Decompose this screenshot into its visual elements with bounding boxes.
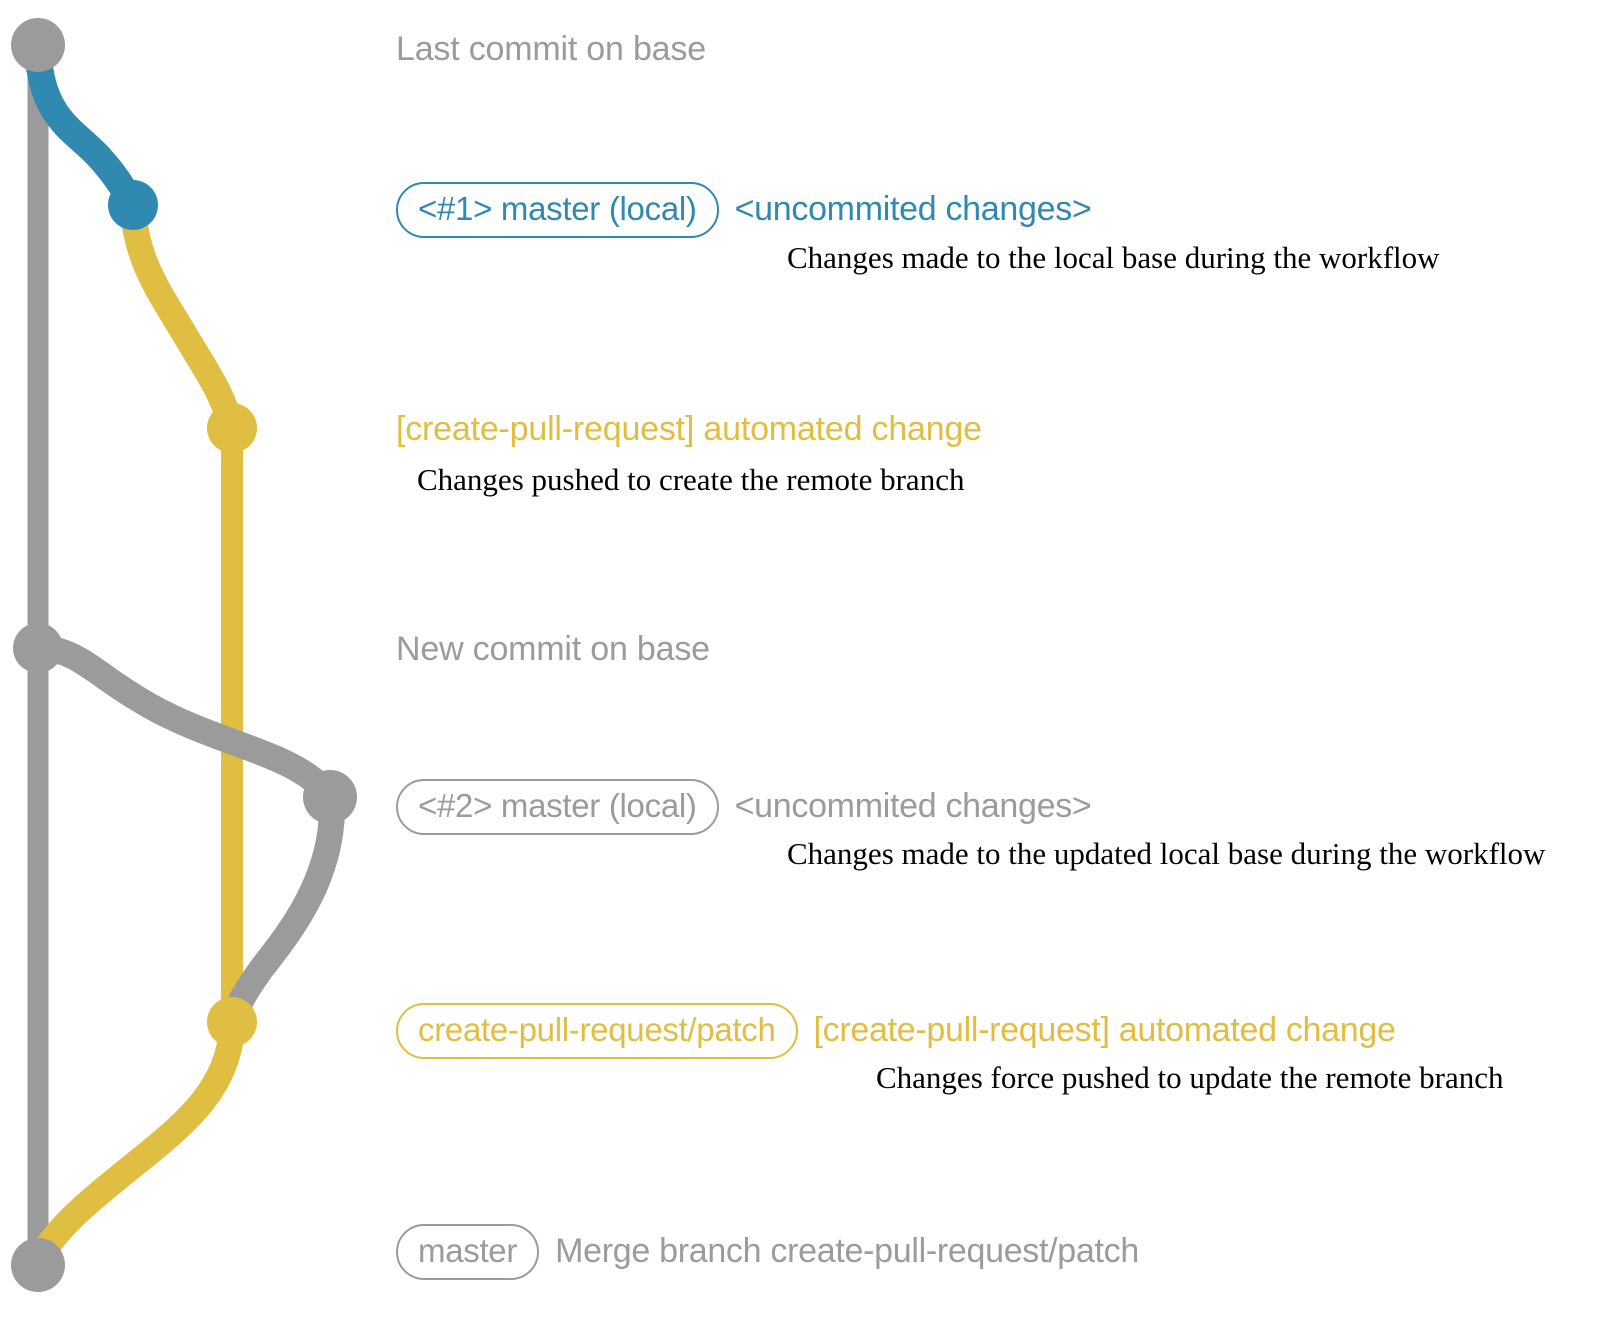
commit-row-automated-change-2: create-pull-request/patch [create-pull-r… (396, 1003, 1396, 1059)
commit-node-local-master-1[interactable] (108, 180, 158, 230)
commit-description-local-master-1: Changes made to the local base during th… (787, 240, 1440, 275)
commit-node-last-commit-on-base[interactable] (11, 18, 65, 72)
commit-row-last-commit-on-base: Last commit on base (396, 30, 706, 69)
branch-badge-create-pull-request-patch[interactable]: create-pull-request/patch (396, 1003, 798, 1059)
branch-badge-master[interactable]: master (396, 1224, 540, 1280)
commit-node-local-master-2[interactable] (303, 770, 357, 824)
merge-line-yellow (27, 1015, 245, 1271)
commit-row-local-master-1: <#1> master (local) <uncommited changes> (396, 182, 1092, 238)
commit-node-merge-master[interactable] (11, 1238, 65, 1292)
branch-badge-local-master-2[interactable]: <#2> master (local) (396, 779, 719, 835)
commit-row-local-master-2: <#2> master (local) <uncommited changes> (396, 779, 1092, 835)
commit-node-automated-change-2[interactable] (207, 997, 257, 1047)
local2-branch-line-in (219, 799, 345, 1035)
commit-subject: <uncommited changes> (734, 787, 1092, 826)
commit-subject: [create-pull-request] automated change (813, 1011, 1396, 1050)
commit-row-new-commit-on-base: New commit on base (396, 630, 710, 669)
commit-row-automated-change-1: [create-pull-request] automated change (396, 410, 982, 449)
local2-branch-line-out (25, 635, 331, 797)
commit-subject: <uncommited changes> (734, 190, 1092, 229)
commit-row-merge-master: master Merge branch create-pull-request/… (396, 1224, 1139, 1280)
local-branch-line-blue (24, 38, 147, 219)
commit-subject: [create-pull-request] automated change (396, 410, 982, 448)
commit-description-local-master-2: Changes made to the updated local base d… (787, 836, 1546, 871)
commit-description-automated-change-2: Changes force pushed to update the remot… (876, 1060, 1504, 1095)
commit-node-new-commit-on-base[interactable] (13, 623, 63, 673)
remote-branch-line-upper (120, 195, 245, 441)
commit-node-automated-change-1[interactable] (207, 403, 257, 453)
branch-badge-local-master-1[interactable]: <#1> master (local) (396, 182, 719, 238)
commit-subject: New commit on base (396, 630, 710, 668)
commit-subject: Last commit on base (396, 30, 706, 68)
commit-description-automated-change-1: Changes pushed to create the remote bran… (417, 462, 965, 497)
commit-subject: Merge branch create-pull-request/patch (555, 1232, 1139, 1271)
